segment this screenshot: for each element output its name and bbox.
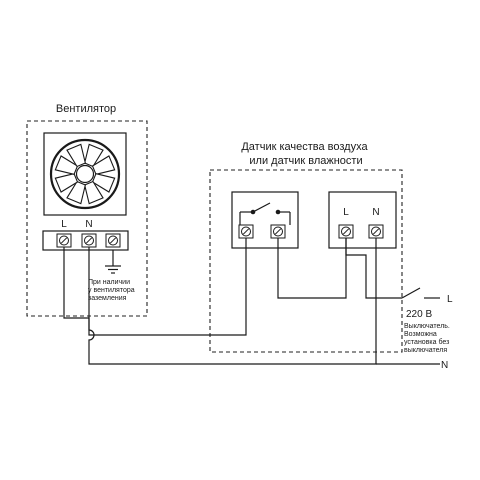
sensor-title: Датчик качества воздуха или датчик влажн… bbox=[241, 141, 370, 167]
fan-blade bbox=[84, 143, 104, 168]
switch-note: Выключатель. Возможна установка без выкл… bbox=[404, 323, 452, 354]
supply-N-label: N bbox=[441, 360, 448, 371]
wire-fan-l-to-neutral bbox=[63, 238, 377, 365]
relay-terminal-2 bbox=[270, 224, 286, 239]
sensor-dashed-border bbox=[209, 169, 403, 353]
fan-blade bbox=[54, 173, 79, 193]
fan-blade bbox=[54, 155, 79, 175]
wire-sensor-l-to-switch bbox=[345, 238, 402, 299]
sensor-terminal-L-label: L bbox=[343, 207, 349, 218]
wire-fan-n-to-relay bbox=[88, 238, 247, 336]
ground-note-line: заземления bbox=[88, 295, 127, 302]
sensor-power-box bbox=[328, 191, 397, 249]
voltage-label: 220 В bbox=[406, 309, 432, 320]
ground-note: При наличии у вентилятора заземления bbox=[88, 279, 137, 302]
fan-blade bbox=[91, 173, 116, 193]
fan-terminal-N-label: N bbox=[85, 219, 92, 230]
relay-box bbox=[231, 191, 299, 249]
sensor-terminal-L bbox=[338, 224, 354, 239]
switch-note-line: установка без bbox=[404, 338, 449, 346]
supply-L-label: L bbox=[447, 294, 453, 305]
fan-title: Вентилятор bbox=[56, 103, 116, 115]
fan-blade bbox=[91, 155, 116, 175]
sensor-title-line-2: или датчик влажности bbox=[249, 155, 362, 167]
wire-relay-to-sensor-l bbox=[277, 238, 347, 299]
fan-terminal-ground bbox=[105, 233, 121, 248]
switch-note-line: Возможна bbox=[404, 331, 437, 338]
relay-terminal-1 bbox=[238, 224, 254, 239]
switch-symbol bbox=[401, 287, 421, 299]
fan-terminal-L bbox=[56, 233, 72, 248]
fan-icon bbox=[43, 132, 127, 216]
fan-blade bbox=[84, 180, 104, 205]
ground-note-line: При наличии bbox=[88, 279, 130, 286]
switch-note-line: выключателя bbox=[404, 347, 447, 354]
ground-note-line: у вентилятора bbox=[88, 287, 135, 294]
switch-note-line: Выключатель. bbox=[404, 323, 450, 330]
fan-dashed-border bbox=[26, 120, 148, 317]
sensor-terminal-N bbox=[368, 224, 384, 239]
fan-terminal-L-label: L bbox=[61, 219, 67, 230]
relay-switch-contact bbox=[239, 202, 291, 225]
fan-terminal-N bbox=[81, 233, 97, 248]
ground-symbol bbox=[105, 250, 121, 274]
fan-blade bbox=[66, 143, 86, 168]
sensor-title-line-1: Датчик качества воздуха bbox=[241, 141, 368, 153]
fan-blade bbox=[66, 180, 86, 205]
sensor-terminal-N-label: N bbox=[372, 207, 379, 218]
